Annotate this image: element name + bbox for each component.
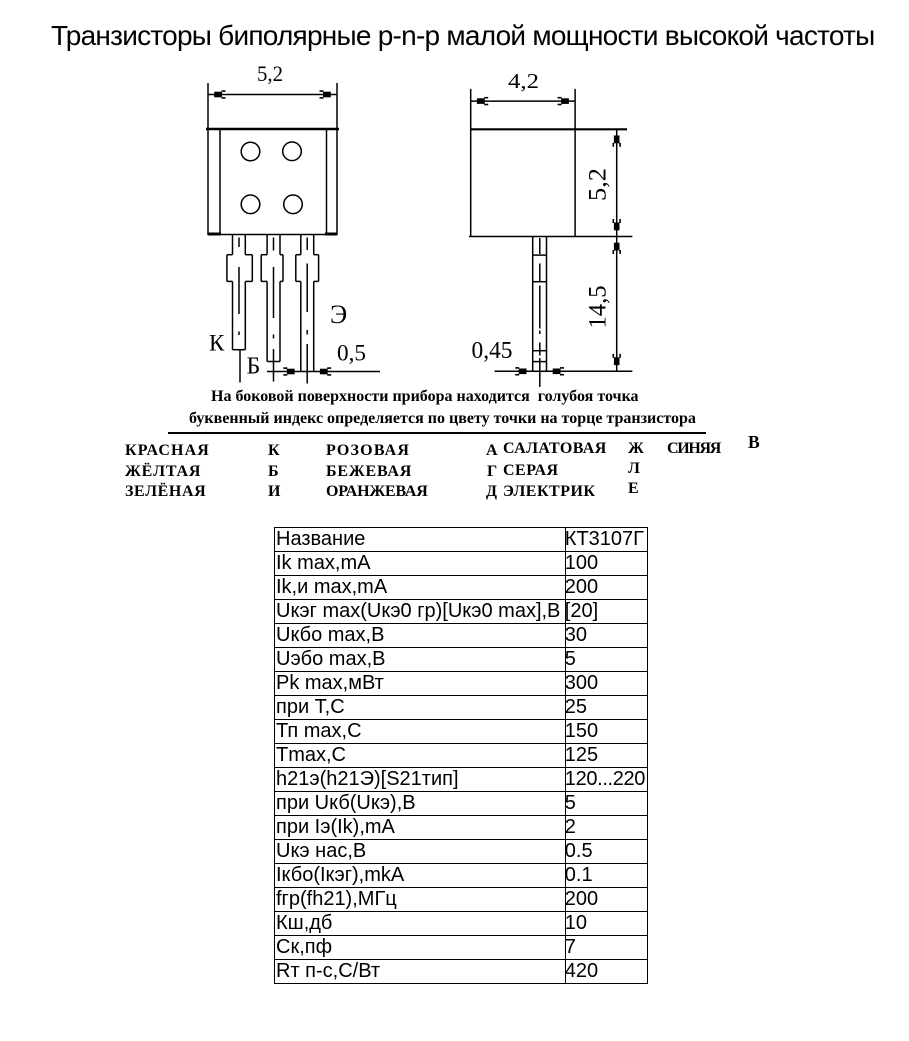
svg-text:5,2: 5,2 (257, 61, 283, 86)
svg-text:Б: Б (247, 354, 261, 380)
svg-text:0,5: 0,5 (337, 341, 366, 367)
svg-text:14,5: 14,5 (585, 286, 612, 329)
svg-text:0,45: 0,45 (472, 338, 513, 364)
svg-text:К: К (209, 331, 225, 356)
svg-text:4,2: 4,2 (508, 69, 539, 93)
svg-text:Э: Э (330, 300, 347, 329)
svg-text:5,2: 5,2 (585, 168, 612, 201)
